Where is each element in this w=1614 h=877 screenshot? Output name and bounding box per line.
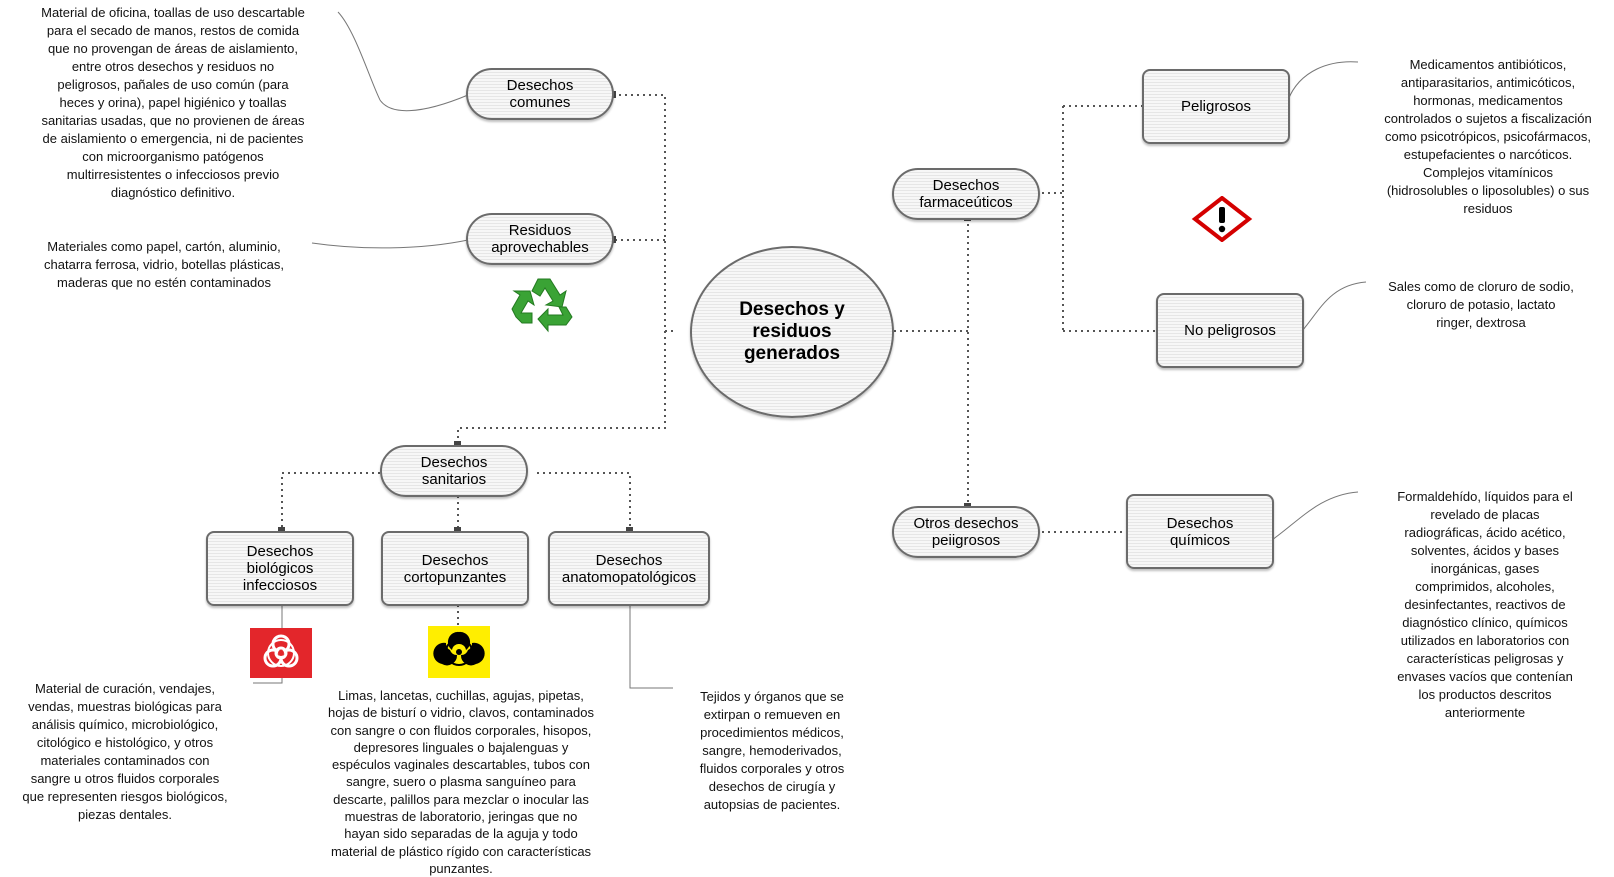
note-desechos-comunes: Material de oficina, toallas de uso desc… <box>41 5 305 200</box>
note-desechos-quimicos: Formaldehído, líquidos para el revelado … <box>1397 489 1573 720</box>
node-otros-desechos-peligrosos[interactable]: Otros desechos peiigrosos <box>892 506 1040 558</box>
note-no-peligrosos: Sales como de cloruro de sodio, cloruro … <box>1388 279 1574 330</box>
node-desechos-cortopunzantes[interactable]: Desechos cortopunzantes <box>381 531 529 606</box>
note-desechos-cortopunzantes: Limas, lancetas, cuchillas, agujas, pipe… <box>328 688 594 876</box>
biohazard-icon <box>250 628 312 678</box>
note-desechos-biologicos: Material de curación, vendajes, vendas, … <box>22 681 228 822</box>
node-no-peligrosos[interactable]: No peligrosos <box>1156 293 1304 368</box>
biohazard-icon-yellow <box>428 626 490 678</box>
hazard-exclamation-icon <box>1191 196 1253 242</box>
node-desechos-farmaceuticos[interactable]: Desechos farmaceúticos <box>892 168 1040 220</box>
node-residuos-aprovechables[interactable]: Residuos aprovechables <box>466 213 614 265</box>
node-desechos-comunes[interactable]: Desechos comunes <box>466 68 614 120</box>
node-desechos-anatomopatologicos[interactable]: Desechos anatomopatológicos <box>548 531 710 606</box>
node-desechos-biologicos-infecciosos[interactable]: Desechos biológicos infecciosos <box>206 531 354 606</box>
center-node[interactable]: Desechos y residuos generados <box>690 246 894 418</box>
note-desechos-anatomopatologicos: Tejidos y órganos que se extirpan o remu… <box>699 689 845 812</box>
note-residuos-aprovechables: Materiales como papel, cartón, aluminio,… <box>44 239 284 290</box>
node-peligrosos[interactable]: Peligrosos <box>1142 69 1290 144</box>
note-peligrosos: Medicamentos antibióticos, antiparasitar… <box>1384 57 1592 216</box>
node-desechos-sanitarios[interactable]: Desechos sanitarios <box>380 445 528 497</box>
recycle-icon <box>511 278 573 333</box>
node-desechos-quimicos[interactable]: Desechos químicos <box>1126 494 1274 569</box>
